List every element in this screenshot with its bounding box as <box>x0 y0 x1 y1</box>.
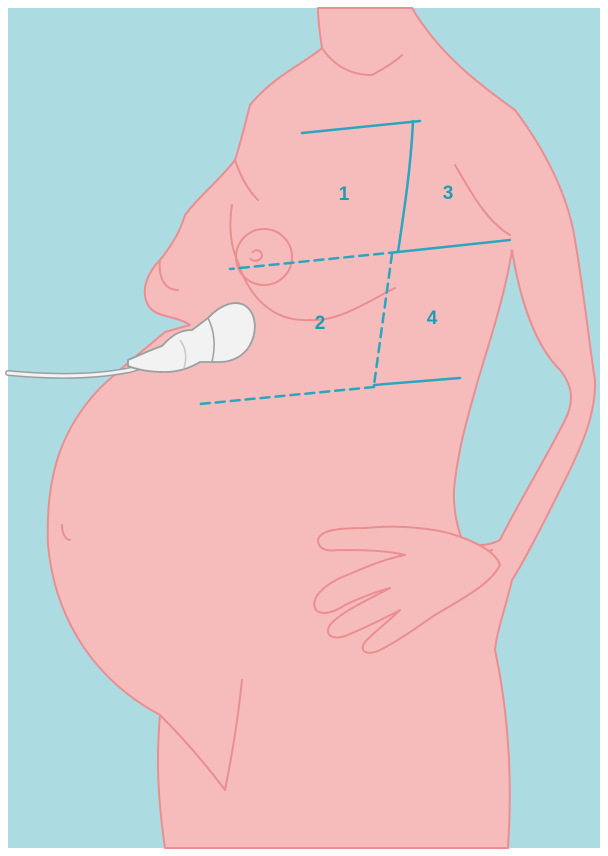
zone-1-label: 1 <box>339 184 350 205</box>
zone-2-label: 2 <box>315 313 326 334</box>
zone-4-label: 4 <box>427 308 438 329</box>
zone-3-label: 3 <box>443 183 454 204</box>
